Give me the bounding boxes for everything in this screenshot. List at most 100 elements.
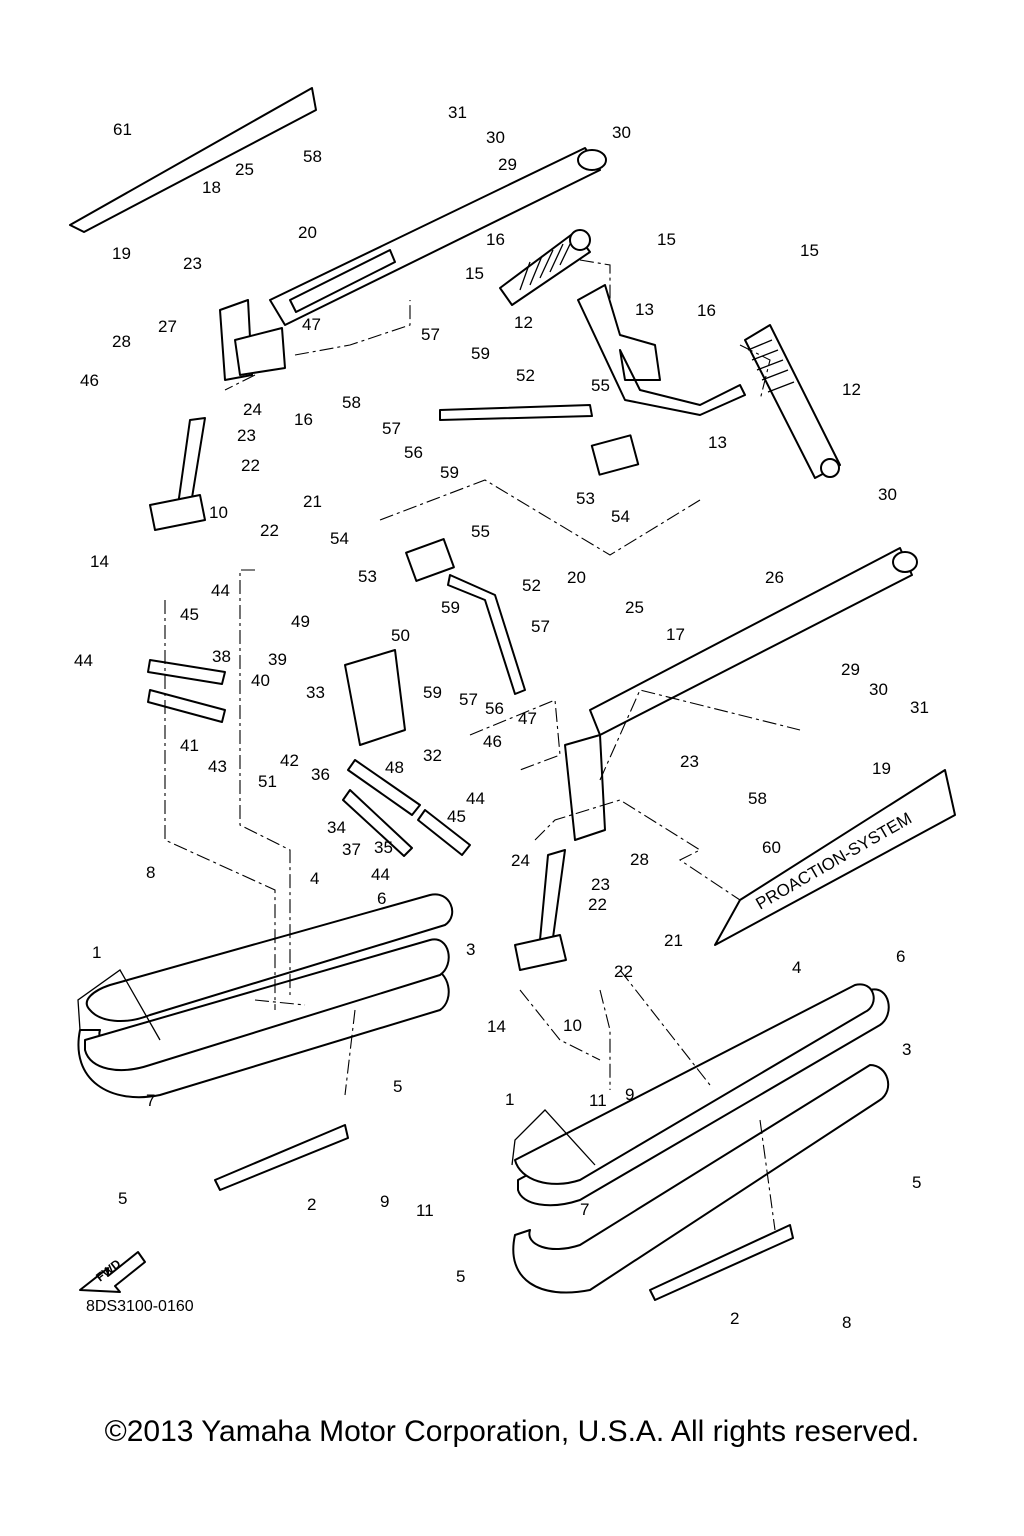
callout-label: 40 <box>251 671 270 690</box>
callout-label: 59 <box>471 344 490 363</box>
callout-label: 38 <box>212 647 231 666</box>
callout-label: 2 <box>730 1309 739 1328</box>
callout-label: 18 <box>202 178 221 197</box>
callout-label: 31 <box>910 698 929 717</box>
callout-label: 8 <box>146 863 155 882</box>
callout-label: 23 <box>591 875 610 894</box>
callout-label: 56 <box>404 443 423 462</box>
callout-label: 46 <box>483 732 502 751</box>
callout-label: 10 <box>209 503 228 522</box>
tie-rod-end-plate-upper <box>590 434 640 476</box>
callout-label: 28 <box>630 850 649 869</box>
callout-label: 4 <box>310 869 319 888</box>
callout-label: 54 <box>611 507 630 526</box>
callout-label: 36 <box>311 765 330 784</box>
callout-label: 35 <box>374 838 393 857</box>
callout-label: 21 <box>303 492 322 511</box>
callout-label: 15 <box>465 264 484 283</box>
callout-label: 7 <box>146 1091 155 1110</box>
callout-label: 13 <box>635 300 654 319</box>
callout-label: 8 <box>842 1313 851 1332</box>
callout-label: 59 <box>423 683 442 702</box>
callout-label: 27 <box>158 317 177 336</box>
callout-label: 44 <box>371 865 390 884</box>
callout-label: 58 <box>748 789 767 808</box>
callout-label: 37 <box>342 840 361 859</box>
callout-label: 57 <box>531 617 550 636</box>
callout-label: 12 <box>514 313 533 332</box>
callout-label: 44 <box>211 581 230 600</box>
callout-label: 45 <box>180 605 199 624</box>
callout-label: 49 <box>291 612 310 631</box>
callout-label: 23 <box>237 426 256 445</box>
callout-label: 29 <box>841 660 860 679</box>
callout-label: 20 <box>567 568 586 587</box>
callout-label: 15 <box>800 241 819 260</box>
callout-label: 42 <box>280 751 299 770</box>
callout-label: 26 <box>765 568 784 587</box>
callout-label: 41 <box>180 736 199 755</box>
callout-label: 16 <box>294 410 313 429</box>
callout-label: 24 <box>511 851 530 870</box>
callout-label: 58 <box>303 147 322 166</box>
callout-label: 58 <box>342 393 361 412</box>
callout-label: 3 <box>466 940 475 959</box>
callout-label: 17 <box>666 625 685 644</box>
callout-label: 19 <box>872 759 891 778</box>
callout-label: 46 <box>80 371 99 390</box>
callout-label: 22 <box>260 521 279 540</box>
callout-label: 47 <box>302 315 321 334</box>
callout-label: 1 <box>92 943 101 962</box>
callout-label: 19 <box>112 244 131 263</box>
callout-label: 5 <box>118 1189 127 1208</box>
copyright-notice: ©2013 Yamaha Motor Corporation, U.S.A. A… <box>104 1415 920 1448</box>
decal-strip-61 <box>69 87 317 233</box>
callout-label: 5 <box>456 1267 465 1286</box>
callout-label: 48 <box>385 758 404 777</box>
callout-label: 39 <box>268 650 287 669</box>
callout-label: 61 <box>113 120 132 139</box>
callout-label: 29 <box>498 155 517 174</box>
callout-label: 59 <box>441 598 460 617</box>
callout-label: 23 <box>680 752 699 771</box>
tie-rod-middle <box>447 574 526 695</box>
callout-label: 56 <box>485 699 504 718</box>
callout-label: 10 <box>563 1016 582 1035</box>
callout-label: 57 <box>421 325 440 344</box>
shock-bracket <box>577 284 746 416</box>
callout-label: 45 <box>447 807 466 826</box>
callout-label: 13 <box>708 433 727 452</box>
callout-label: 28 <box>112 332 131 351</box>
callout-label: 34 <box>327 818 346 837</box>
left-ski-assembly <box>77 893 454 1191</box>
callout-label: 4 <box>792 958 801 977</box>
callout-label: 21 <box>664 931 683 950</box>
callout-label: 30 <box>486 128 505 147</box>
callout-label: 55 <box>591 376 610 395</box>
callout-label: 11 <box>589 1091 607 1110</box>
callout-label: 7 <box>580 1200 589 1219</box>
callout-label: 43 <box>208 757 227 776</box>
callout-label: 57 <box>382 419 401 438</box>
callout-label: 22 <box>614 962 633 981</box>
callout-label: 14 <box>487 1017 506 1036</box>
callout-label: 52 <box>516 366 535 385</box>
callout-label: 44 <box>74 651 93 670</box>
callout-label: 44 <box>466 789 485 808</box>
callout-label: 12 <box>842 380 861 399</box>
tie-rod-end-plate-middle <box>405 538 455 582</box>
callout-label: 60 <box>762 838 781 857</box>
callout-label: 51 <box>258 772 277 791</box>
callout-label: 2 <box>307 1195 316 1214</box>
callout-label: 32 <box>423 746 442 765</box>
right-ski-assembly <box>511 983 890 1301</box>
upper-suspension-arm <box>269 147 607 326</box>
callout-label: 9 <box>380 1192 389 1211</box>
shock-absorber-right <box>744 324 841 479</box>
callout-label: 22 <box>588 895 607 914</box>
forward-direction-arrow: FWD <box>79 1251 146 1293</box>
callout-label: 6 <box>896 947 905 966</box>
steering-rods <box>147 659 471 857</box>
callout-label: 14 <box>90 552 109 571</box>
callout-label: 22 <box>241 456 260 475</box>
